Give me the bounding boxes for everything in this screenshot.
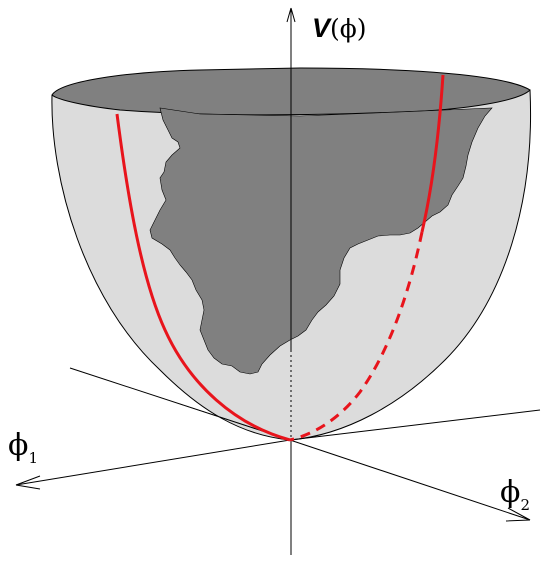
phi2-subscript: 2 [520,496,530,514]
trajectory-right-dashed [289,231,424,442]
bowl-interior-cutaway [149,107,493,375]
axis-phi1-arrowhead [15,475,41,490]
axis-phi2-arrowhead [505,507,531,522]
axis-phi1-front [289,409,541,441]
axis-phi1 [15,439,291,486]
axis-phi2 [289,439,531,521]
potential-label: V(ϕ) [312,13,367,43]
axis-v-arrowhead [286,7,296,23]
potential-letter: V [312,13,332,43]
phi1-subscript: 1 [28,449,38,467]
phi2-symbol: ϕ [500,475,520,510]
phi1-symbol: ϕ [8,428,28,463]
phi2-label: ϕ2 [500,475,530,514]
potential-argument: (ϕ) [330,14,367,43]
trajectory-left [115,113,291,442]
phi1-label: ϕ1 [8,428,38,467]
trajectory-right-solid [420,74,445,233]
